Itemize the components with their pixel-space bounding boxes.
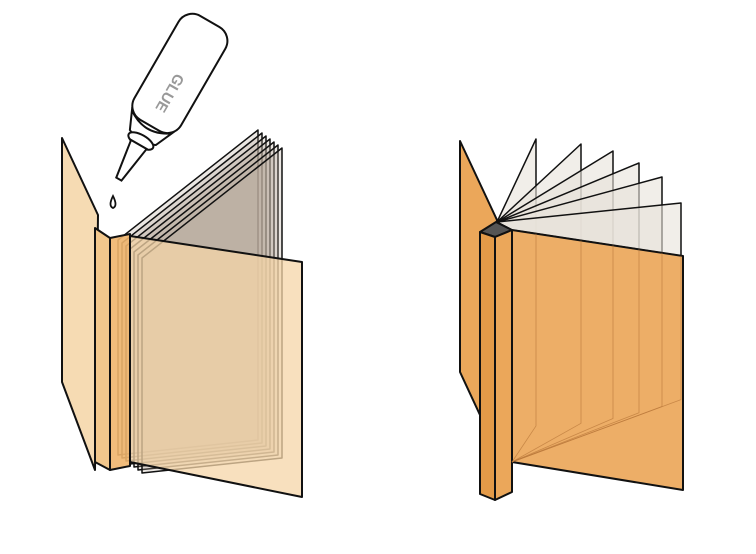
spine-left xyxy=(94,227,111,471)
page-ghost-line xyxy=(511,245,614,463)
glue-drop xyxy=(109,193,117,209)
glue-bottle: GLUE xyxy=(115,12,229,182)
right-book-bound xyxy=(459,138,684,501)
spine-right xyxy=(109,233,131,471)
spine-left xyxy=(479,231,496,501)
spine-right xyxy=(494,229,513,501)
glue-bottle-nozzle xyxy=(115,138,149,182)
page-ghost-line xyxy=(511,249,640,463)
left-book-gluing xyxy=(61,129,303,498)
page-ghost-line xyxy=(511,233,537,463)
page-ghost-line xyxy=(511,255,682,463)
page-ghost-line xyxy=(511,240,582,463)
back-cover xyxy=(61,137,99,471)
page-ghost-lines xyxy=(511,233,682,463)
glue-bottle-body xyxy=(131,12,229,135)
front-cover xyxy=(129,235,303,498)
front-cover xyxy=(511,229,684,491)
